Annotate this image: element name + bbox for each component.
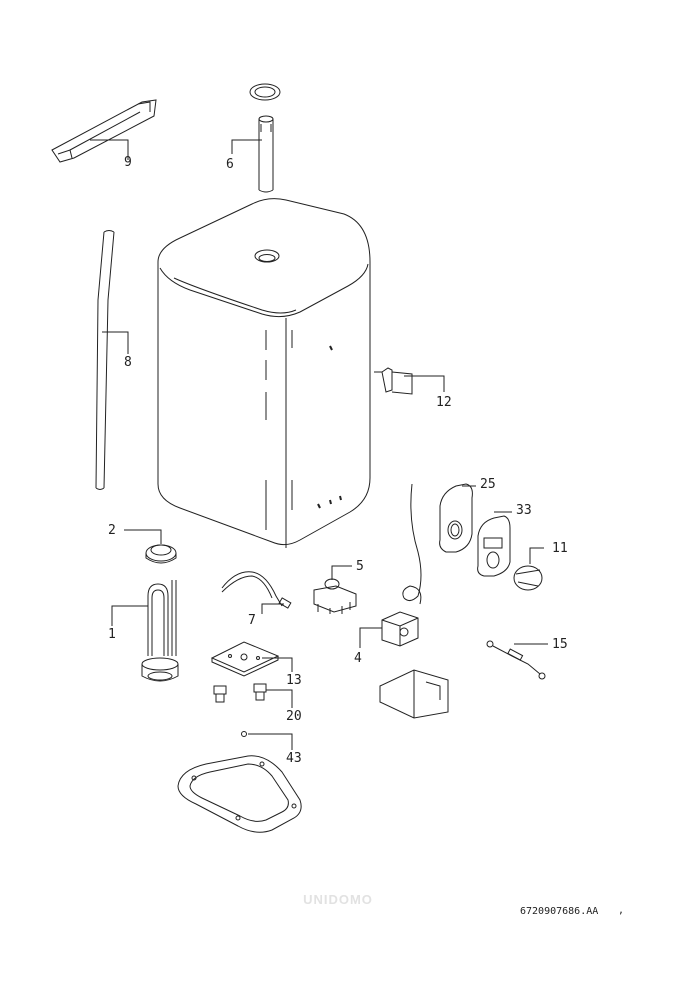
callout-6: 6 — [226, 157, 234, 172]
part-7-cable — [221, 571, 292, 609]
trailing-mark: , — [618, 905, 625, 916]
part-1-heater — [141, 580, 179, 682]
leader-lines — [90, 139, 548, 750]
callout-2: 2 — [108, 523, 116, 538]
part-2-oring — [145, 544, 177, 564]
callout-11: 11 — [552, 541, 568, 556]
callout-20: 20 — [286, 709, 302, 724]
part-43-washer — [241, 731, 247, 737]
callout-7: 7 — [248, 613, 256, 628]
part-6-pipe — [249, 83, 281, 193]
part-25-cover — [439, 483, 473, 553]
part-11-knob — [513, 565, 543, 591]
callout-15: 15 — [552, 637, 568, 652]
part-4-thermostat — [381, 483, 422, 647]
callout-4: 4 — [354, 651, 362, 666]
callout-labels: 9 6 8 12 25 33 11 2 5 1 7 4 15 13 20 43 — [108, 155, 568, 766]
callout-5: 5 — [356, 559, 364, 574]
callout-12: 12 — [436, 395, 452, 410]
callout-9: 9 — [124, 155, 132, 170]
part-5-terminal — [313, 578, 357, 614]
part-flange-gasket — [177, 755, 302, 833]
tank-body — [157, 198, 371, 548]
watermark: UNIDOMO — [303, 892, 373, 907]
callout-8: 8 — [124, 355, 132, 370]
part-9-bracket — [51, 99, 157, 163]
callout-43: 43 — [286, 751, 302, 766]
part-mounting-bracket — [379, 669, 449, 719]
part-8-rod — [95, 230, 115, 490]
part-12-plug — [374, 367, 413, 395]
callout-13: 13 — [286, 673, 302, 688]
callout-1: 1 — [108, 627, 116, 642]
callout-33: 33 — [516, 503, 532, 518]
part-20-fittings — [213, 683, 267, 703]
part-33-label — [477, 515, 511, 577]
document-number: 6720907686.AA — [520, 906, 599, 917]
part-15-connector-cable — [486, 640, 546, 680]
part-13-plate — [210, 641, 280, 677]
callout-25: 25 — [480, 477, 496, 492]
